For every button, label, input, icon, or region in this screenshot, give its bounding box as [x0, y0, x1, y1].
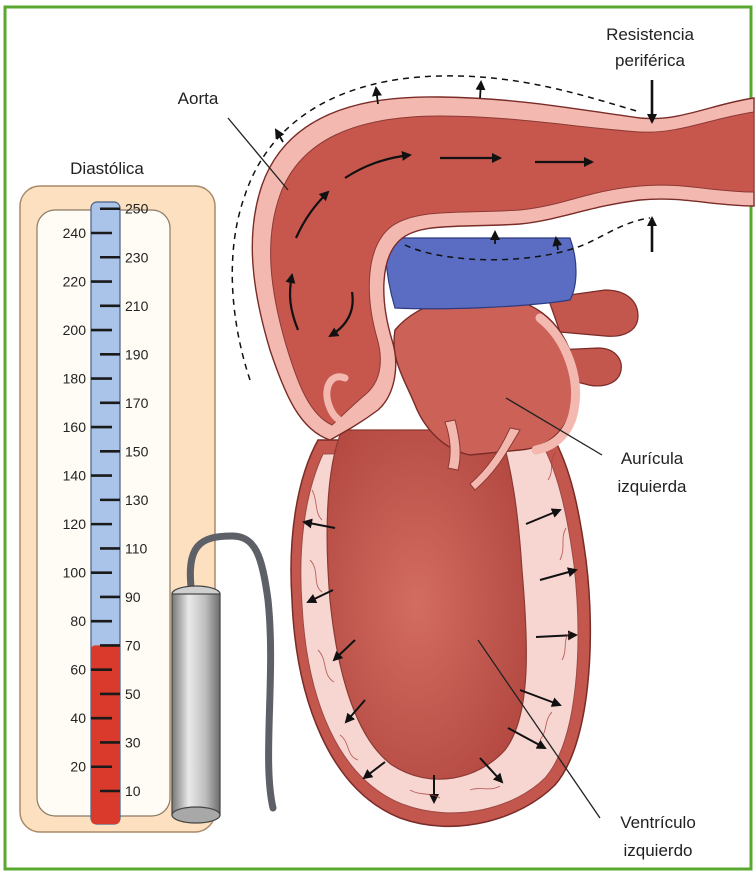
gauge-label-140: 140	[63, 468, 87, 484]
gauge-label-250: 250	[125, 201, 149, 217]
pulmonary-artery	[385, 238, 576, 309]
gauge-label-90: 90	[125, 589, 141, 605]
gauge-label-240: 240	[63, 225, 87, 241]
gauge-label-30: 30	[125, 734, 141, 750]
gauge-label-80: 80	[70, 613, 86, 629]
gauge-label-60: 60	[70, 662, 86, 678]
ventriculo-label-line1: Ventrículo	[620, 813, 696, 832]
gauge-label-220: 220	[63, 274, 87, 290]
transducer-cylinder	[172, 594, 220, 815]
gauge-label-200: 200	[63, 322, 87, 338]
gauge-label-230: 230	[125, 249, 149, 265]
gauge-label-20: 20	[70, 759, 86, 775]
gauge-label-40: 40	[70, 710, 86, 726]
gauge-label-50: 50	[125, 686, 141, 702]
gauge-label-120: 120	[63, 516, 87, 532]
gauge-label-180: 180	[63, 371, 87, 387]
gauge-label-100: 100	[63, 565, 87, 581]
gauge-label-210: 210	[125, 298, 149, 314]
gauge-label-150: 150	[125, 443, 149, 459]
gauge-label-130: 130	[125, 492, 149, 508]
resistencia-label-line2: periférica	[615, 51, 685, 70]
gauge-label-170: 170	[125, 395, 149, 411]
gauge-label-160: 160	[63, 419, 87, 435]
resistencia-label-line1: Resistencia	[606, 25, 694, 44]
diastolica-label: Diastólica	[70, 159, 144, 178]
gauge-label-70: 70	[125, 637, 141, 653]
mercury-fill	[91, 645, 120, 824]
gauge-label-110: 110	[125, 540, 148, 556]
ventriculo-label-line2: izquierdo	[624, 841, 693, 860]
aorta-label: Aorta	[178, 89, 219, 108]
gauge-label-10: 10	[125, 783, 141, 799]
auricula-label-line1: Aurícula	[621, 449, 684, 468]
gauge-label-190: 190	[125, 346, 149, 362]
auricula-label-line2: izquierda	[618, 477, 688, 496]
